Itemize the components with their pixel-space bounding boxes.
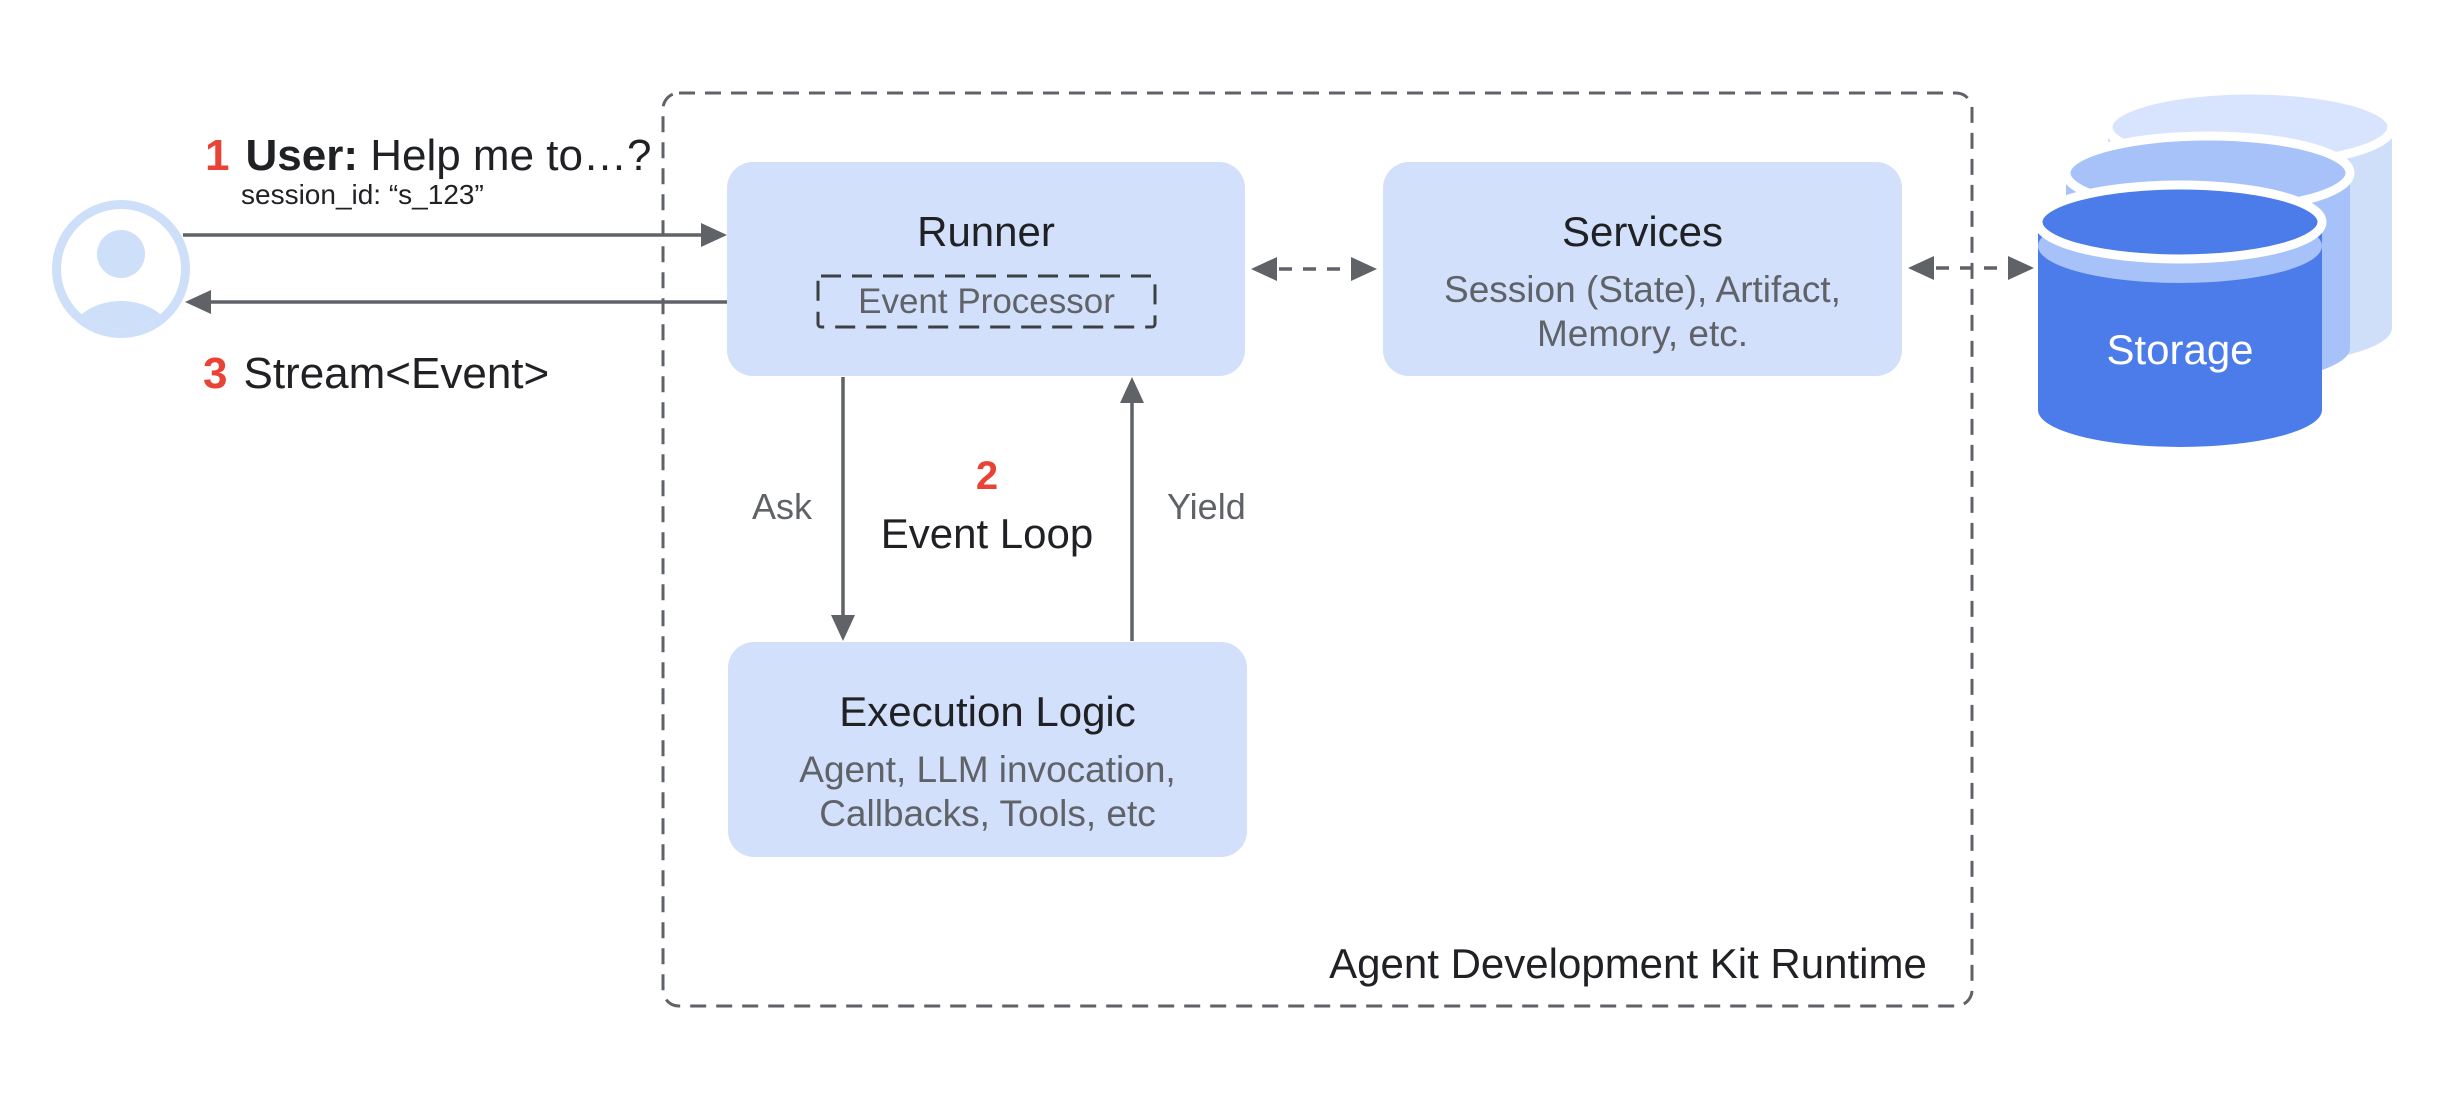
event-processor-label: Event Processor (858, 282, 1115, 321)
yield-label: Yield (1167, 486, 1246, 527)
step1-number: 1 (205, 131, 230, 180)
step1-label: 1 User: Help me to…? (205, 130, 651, 182)
step3-text: Stream<Event> (243, 349, 550, 398)
step1-user-prefix: User: (245, 131, 358, 180)
event-loop-number: 2 (975, 454, 999, 498)
session-id-label: session_id: “s_123” (241, 179, 484, 210)
adk-runtime-label: Agent Development Kit Runtime (1329, 940, 1927, 987)
step1-text: Help me to…? (370, 131, 652, 180)
event-loop-label: Event Loop (880, 510, 1094, 557)
ask-label: Ask (752, 486, 813, 527)
step3-label: 3 Stream<Event> (203, 348, 549, 400)
step3-number: 3 (203, 349, 228, 398)
storage-label: Storage (2106, 326, 2254, 373)
